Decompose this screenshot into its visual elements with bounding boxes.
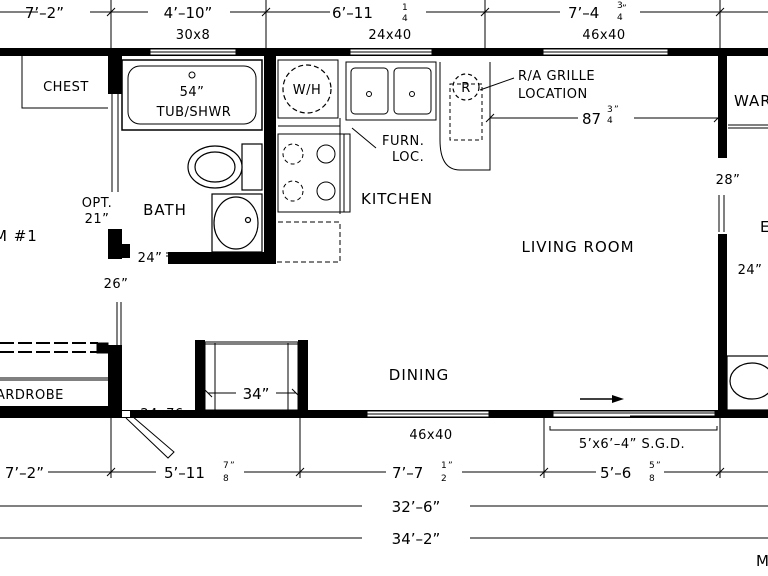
range-depth-inch: ” (614, 105, 619, 115)
bottom-dim-2: 5’–11 (164, 464, 205, 482)
overall-inner-dim: 32’–6” (392, 498, 441, 516)
top-dim-3-den: 4 (402, 14, 408, 24)
kitchen-sink (345, 61, 437, 121)
refrigerator-label: R (461, 81, 471, 96)
top-dim-3-num: 1 (402, 3, 408, 13)
bottom-dim-4-inch: ” (656, 461, 661, 471)
range-depth-num: 3 (607, 105, 613, 115)
right-label-war: WAR (734, 92, 768, 110)
furnace (439, 62, 491, 171)
bottom-dim-4-num: 5 (649, 461, 655, 471)
bottom-dim-3: 7’–7 (392, 464, 423, 482)
bottom-dim-3-den: 2 (441, 474, 447, 484)
bedroom-door (116, 302, 122, 345)
bottom-dim-2-num: 7 (223, 461, 229, 471)
grille-label-line1: R/A GRILLE (518, 69, 595, 84)
right-door-2-size: 24” (738, 263, 763, 278)
bedroom-door-size: 26” (104, 277, 129, 292)
bathtub (121, 59, 263, 131)
entry-door-size: 24x76 (140, 407, 183, 422)
sgd-label: 5’x6’–4” S.G.D. (579, 437, 685, 452)
furnace-label-line1: FURN. (382, 134, 424, 149)
furnace-leader (351, 127, 377, 149)
bath-door-jamb (111, 94, 119, 192)
sgd-arrow (580, 395, 624, 403)
corner-label: M (756, 552, 768, 570)
water-heater (277, 59, 339, 119)
living-room-label: LIVING ROOM (521, 238, 634, 256)
bottom-dim-4-den: 8 (649, 474, 655, 484)
furnace-label-line2: LOC. (392, 150, 424, 165)
tub-label: TUB/SHWR (156, 105, 232, 120)
bath-vanity (211, 193, 263, 253)
top-dim-3: 6’–11 (332, 4, 373, 22)
opt-label-line1: OPT. (82, 196, 113, 211)
top-dim-2: 4’–10” (164, 4, 213, 22)
right-door-jambs (718, 124, 768, 232)
range (277, 133, 351, 213)
bath-label: BATH (143, 201, 187, 219)
window-top-1-size: 30x8 (176, 28, 211, 43)
window-top-2-size: 24x40 (368, 28, 411, 43)
bath-door (166, 252, 208, 257)
opt-post (121, 244, 130, 258)
toilet (187, 143, 263, 191)
bottom-dim-2-inch: ” (230, 461, 235, 471)
bedroom-label: M #1 (0, 227, 38, 245)
top-dim-4-num: 3 (617, 1, 623, 11)
top-dim-4: 7’–4 (568, 4, 599, 22)
right-room-label: E (760, 218, 768, 236)
top-dim-4-den: 4 (617, 13, 623, 23)
overall-outer-dim: 34’–2” (392, 530, 441, 548)
range-depth-value: 87 (582, 110, 601, 128)
top-windows (149, 48, 669, 56)
window-top-3-size: 46x40 (582, 28, 625, 43)
bath-door-size: 24” (138, 251, 163, 266)
chest (21, 56, 108, 109)
top-dim-4-inch: ” (622, 4, 627, 14)
window-bottom-1-size: 46x40 (409, 428, 452, 443)
wardrobe-label: ARDROBE (0, 388, 64, 403)
tub-size: 54” (180, 85, 205, 100)
bottom-dim-1: 7’–2” (5, 464, 44, 482)
water-heater-label: W/H (293, 83, 322, 98)
range-depth-den: 4 (607, 116, 613, 126)
bottom-dim-2-den: 8 (223, 474, 229, 484)
dining-label: DINING (389, 366, 449, 384)
bottom-dim-4: 5’–6 (600, 464, 631, 482)
top-dim-1: 7’–2” (25, 4, 64, 22)
bottom-dim-3-inch: ” (448, 461, 453, 471)
right-door-1-size: 28” (716, 173, 741, 188)
opt-label-line2: 21” (85, 212, 110, 227)
sgd-bracket (549, 426, 718, 431)
chest-label: CHEST (43, 80, 89, 95)
interior-walls (0, 56, 727, 417)
right-vanity (726, 355, 768, 411)
counter-width: 34” (243, 385, 270, 403)
grille-leader (479, 77, 515, 91)
kitchen-counter (276, 118, 341, 263)
bottom-dim-3-num: 1 (441, 461, 447, 471)
kitchen-label: KITCHEN (361, 190, 433, 208)
entry-door (125, 415, 175, 459)
wardrobe (0, 342, 109, 381)
grille-label-line2: LOCATION (518, 87, 588, 102)
